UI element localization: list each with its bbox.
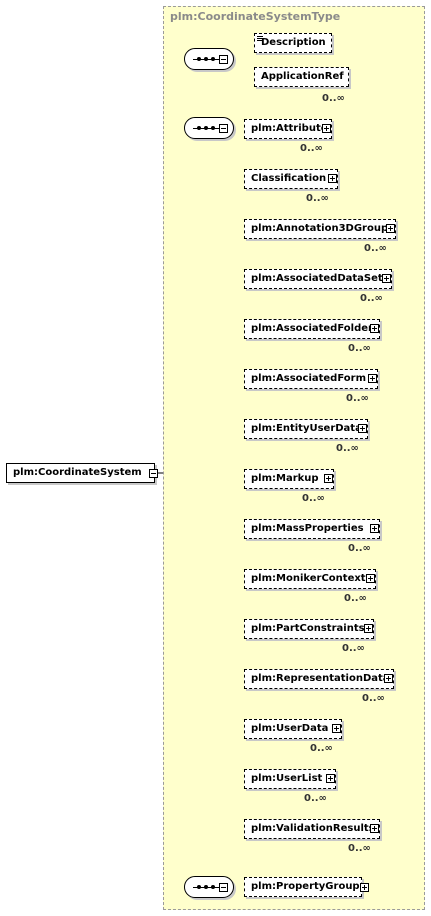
element-label: plm:Annotation3DGroup	[251, 223, 389, 234]
documentation-icon	[257, 36, 263, 42]
element-validationresults[interactable]: plm:ValidationResults	[244, 819, 380, 839]
sequence-3-collapse-icon[interactable]	[219, 883, 228, 892]
element-label: plm:PropertyGroup	[251, 881, 360, 892]
element-monikercontext[interactable]: plm:MonikerContext	[244, 569, 376, 589]
element-label: Description	[261, 37, 326, 48]
element-attribute[interactable]: plm:Attribute	[244, 119, 332, 139]
element-label: plm:AssociatedForm	[251, 373, 366, 384]
element-label: plm:UserData	[251, 723, 329, 734]
element-userlist[interactable]: plm:UserList	[244, 769, 336, 789]
element-representationdata[interactable]: plm:RepresentationData	[244, 669, 394, 689]
element-partconstraints[interactable]: plm:PartConstraints	[244, 619, 374, 639]
multiplicity-label: 0..∞	[304, 793, 327, 804]
element-label: plm:UserList	[251, 773, 323, 784]
expand-icon[interactable]	[328, 174, 337, 183]
expand-icon[interactable]	[366, 574, 375, 583]
multiplicity-label: 0..∞	[364, 243, 387, 254]
element-associatedfolder[interactable]: plm:AssociatedFolder	[244, 319, 380, 339]
element-label: plm:MassProperties	[251, 523, 364, 534]
multiplicity-label: 0..∞	[346, 393, 369, 404]
multiplicity-label: 0..∞	[362, 693, 385, 704]
element-label: plm:AssociatedDataSet	[251, 273, 383, 284]
element-label: plm:Markup	[251, 473, 319, 484]
multiplicity-label: 0..∞	[310, 743, 333, 754]
multiplicity-label: 0..∞	[306, 193, 329, 204]
multiplicity-label: 0..∞	[344, 593, 367, 604]
element-classification[interactable]: Classification	[244, 169, 338, 189]
element-property-group[interactable]: plm:PropertyGroup	[244, 877, 362, 897]
expand-icon[interactable]	[332, 724, 341, 733]
element-entityuserdata[interactable]: plm:EntityUserData	[244, 419, 368, 439]
root-collapse-icon[interactable]	[149, 469, 158, 478]
element-label: plm:RepresentationData	[251, 673, 390, 684]
element-associatedform[interactable]: plm:AssociatedForm	[244, 369, 378, 389]
type-panel: plm:CoordinateSystemType	[163, 6, 425, 910]
expand-icon[interactable]	[368, 374, 377, 383]
multiplicity-label: 0..∞	[302, 493, 325, 504]
expand-icon[interactable]	[386, 224, 395, 233]
element-applicationref[interactable]: ApplicationRef	[254, 67, 349, 87]
multiplicity-label: 0..∞	[348, 543, 371, 554]
expand-icon[interactable]	[360, 883, 369, 892]
multiplicity-label: 0..∞	[300, 143, 323, 154]
expand-icon[interactable]	[326, 774, 335, 783]
multiplicity-label: 0..∞	[342, 643, 365, 654]
sequence-compositor-1[interactable]	[184, 48, 234, 70]
multiplicity-label: 0..∞	[348, 843, 371, 854]
element-label: plm:PartConstraints	[251, 623, 365, 634]
root-element-label: plm:CoordinateSystem	[13, 467, 142, 478]
expand-icon[interactable]	[358, 424, 367, 433]
element-userdata[interactable]: plm:UserData	[244, 719, 342, 739]
sequence-1-collapse-icon[interactable]	[219, 55, 228, 64]
element-markup[interactable]: plm:Markup	[244, 469, 334, 489]
element-label: plm:ValidationResults	[251, 823, 375, 834]
expand-icon[interactable]	[370, 324, 379, 333]
multiplicity-label: 0..∞	[348, 343, 371, 354]
sequence-compositor-2[interactable]	[184, 117, 234, 139]
root-element-box[interactable]: plm:CoordinateSystem	[6, 463, 155, 483]
sequence-2-collapse-icon[interactable]	[219, 124, 228, 133]
multiplicity-label: 0..∞	[360, 293, 383, 304]
multiplicity-label: 0..∞	[336, 443, 359, 454]
expand-icon[interactable]	[370, 524, 379, 533]
sequence-compositor-3[interactable]	[184, 876, 234, 898]
expand-icon[interactable]	[364, 624, 373, 633]
type-title: plm:CoordinateSystemType	[170, 10, 341, 23]
element-label: plm:AssociatedFolder	[251, 323, 373, 334]
element-associateddataset[interactable]: plm:AssociatedDataSet	[244, 269, 392, 289]
expand-icon[interactable]	[382, 274, 391, 283]
expand-icon[interactable]	[324, 474, 333, 483]
element-annotation3dgroup[interactable]: plm:Annotation3DGroup	[244, 219, 396, 239]
expand-icon[interactable]	[322, 124, 331, 133]
element-label: Classification	[251, 173, 327, 184]
element-massproperties[interactable]: plm:MassProperties	[244, 519, 380, 539]
element-description[interactable]: Description	[254, 33, 332, 53]
expand-icon[interactable]	[370, 824, 379, 833]
element-label: ApplicationRef	[261, 71, 344, 82]
expand-icon[interactable]	[384, 674, 393, 683]
element-label: plm:MonikerContext	[251, 573, 366, 584]
element-label: plm:Attribute	[251, 123, 328, 134]
element-label: plm:EntityUserData	[251, 423, 362, 434]
multiplicity-label: 0..∞	[322, 93, 345, 104]
